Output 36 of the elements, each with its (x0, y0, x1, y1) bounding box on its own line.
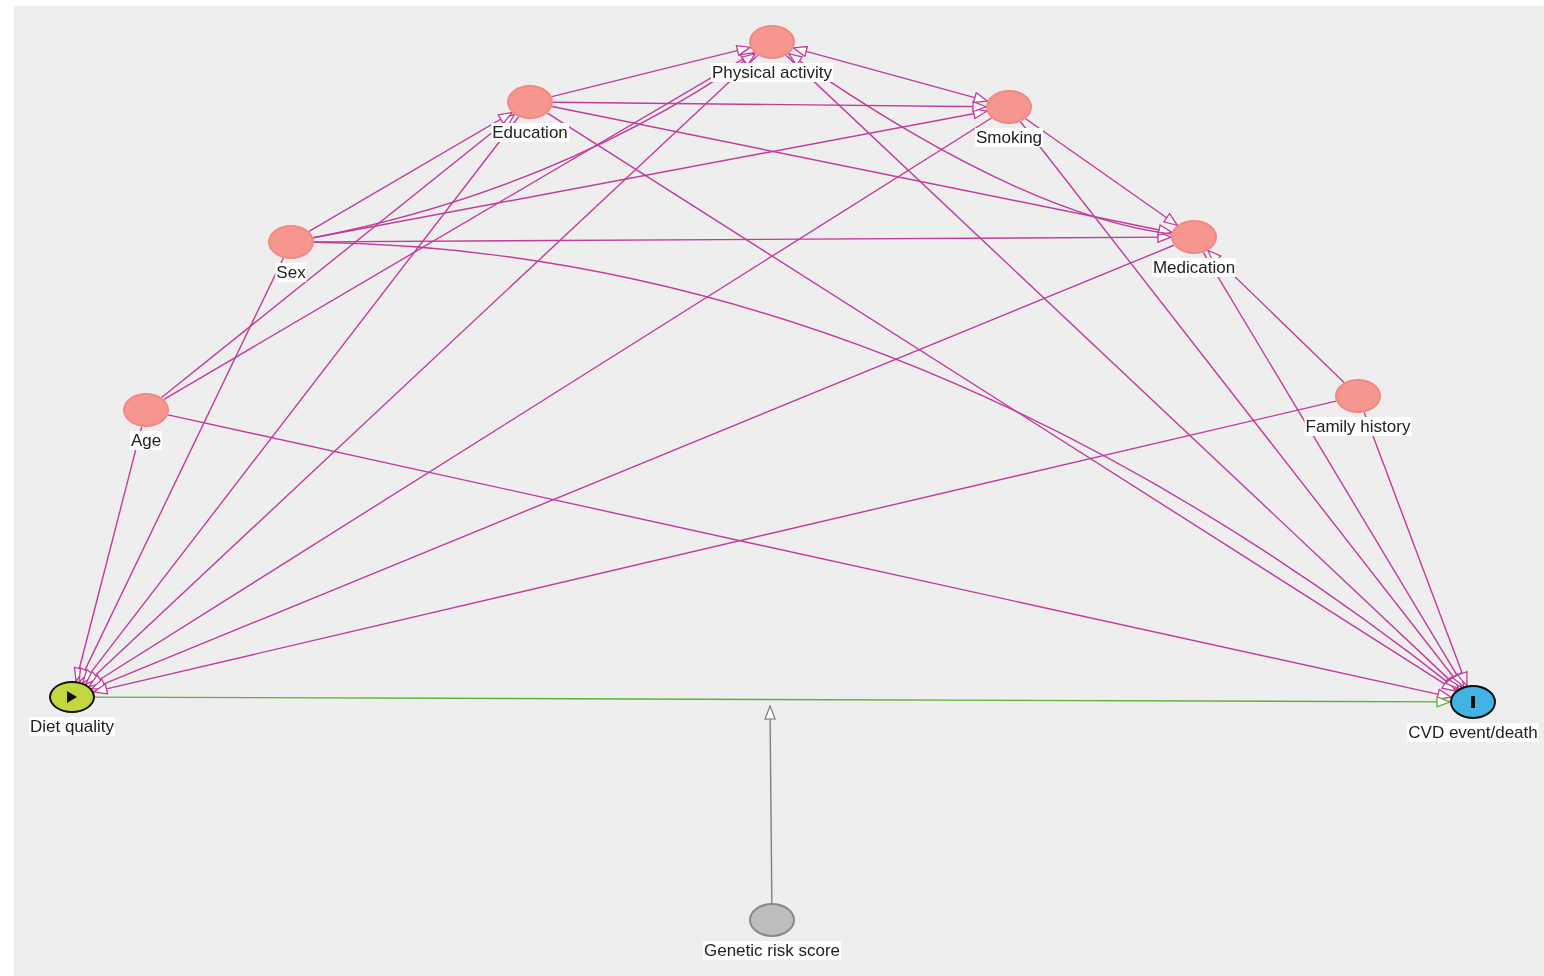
arrow (1019, 121, 1463, 688)
arrow (93, 400, 1337, 695)
arrow (785, 54, 1460, 690)
arrow (552, 100, 987, 113)
arrow (764, 705, 776, 904)
arrow (73, 426, 143, 682)
arrow (792, 45, 989, 104)
arrow (78, 257, 284, 683)
node-label: Sex (275, 263, 307, 282)
node-label: Medication (1151, 258, 1237, 277)
arrow (788, 52, 1173, 235)
arrow (167, 414, 1452, 700)
node-label: Diet quality (28, 717, 116, 736)
arrow (551, 105, 1173, 236)
arrow (312, 108, 988, 239)
arrow (546, 112, 1457, 692)
arrow (163, 51, 755, 401)
arrow (91, 244, 1175, 690)
node-label: Education (491, 123, 569, 142)
node-label: Age (129, 431, 163, 450)
arrow (551, 45, 751, 98)
arrow (160, 113, 516, 399)
arrow (313, 231, 1172, 243)
node-label: Family history (1304, 417, 1412, 436)
arrow (1363, 411, 1468, 687)
arrow (85, 54, 759, 685)
arrow (308, 111, 513, 233)
node-label: Genetic risk score (703, 941, 841, 960)
arrow (82, 116, 520, 684)
arrow (1024, 118, 1179, 226)
arrow (1202, 251, 1465, 688)
arrow (88, 117, 993, 687)
arrow (94, 696, 1451, 708)
node-label: CVD event/death (1407, 723, 1539, 742)
node-label: Physical activity (711, 63, 833, 82)
node-label: Smoking (974, 128, 1044, 147)
